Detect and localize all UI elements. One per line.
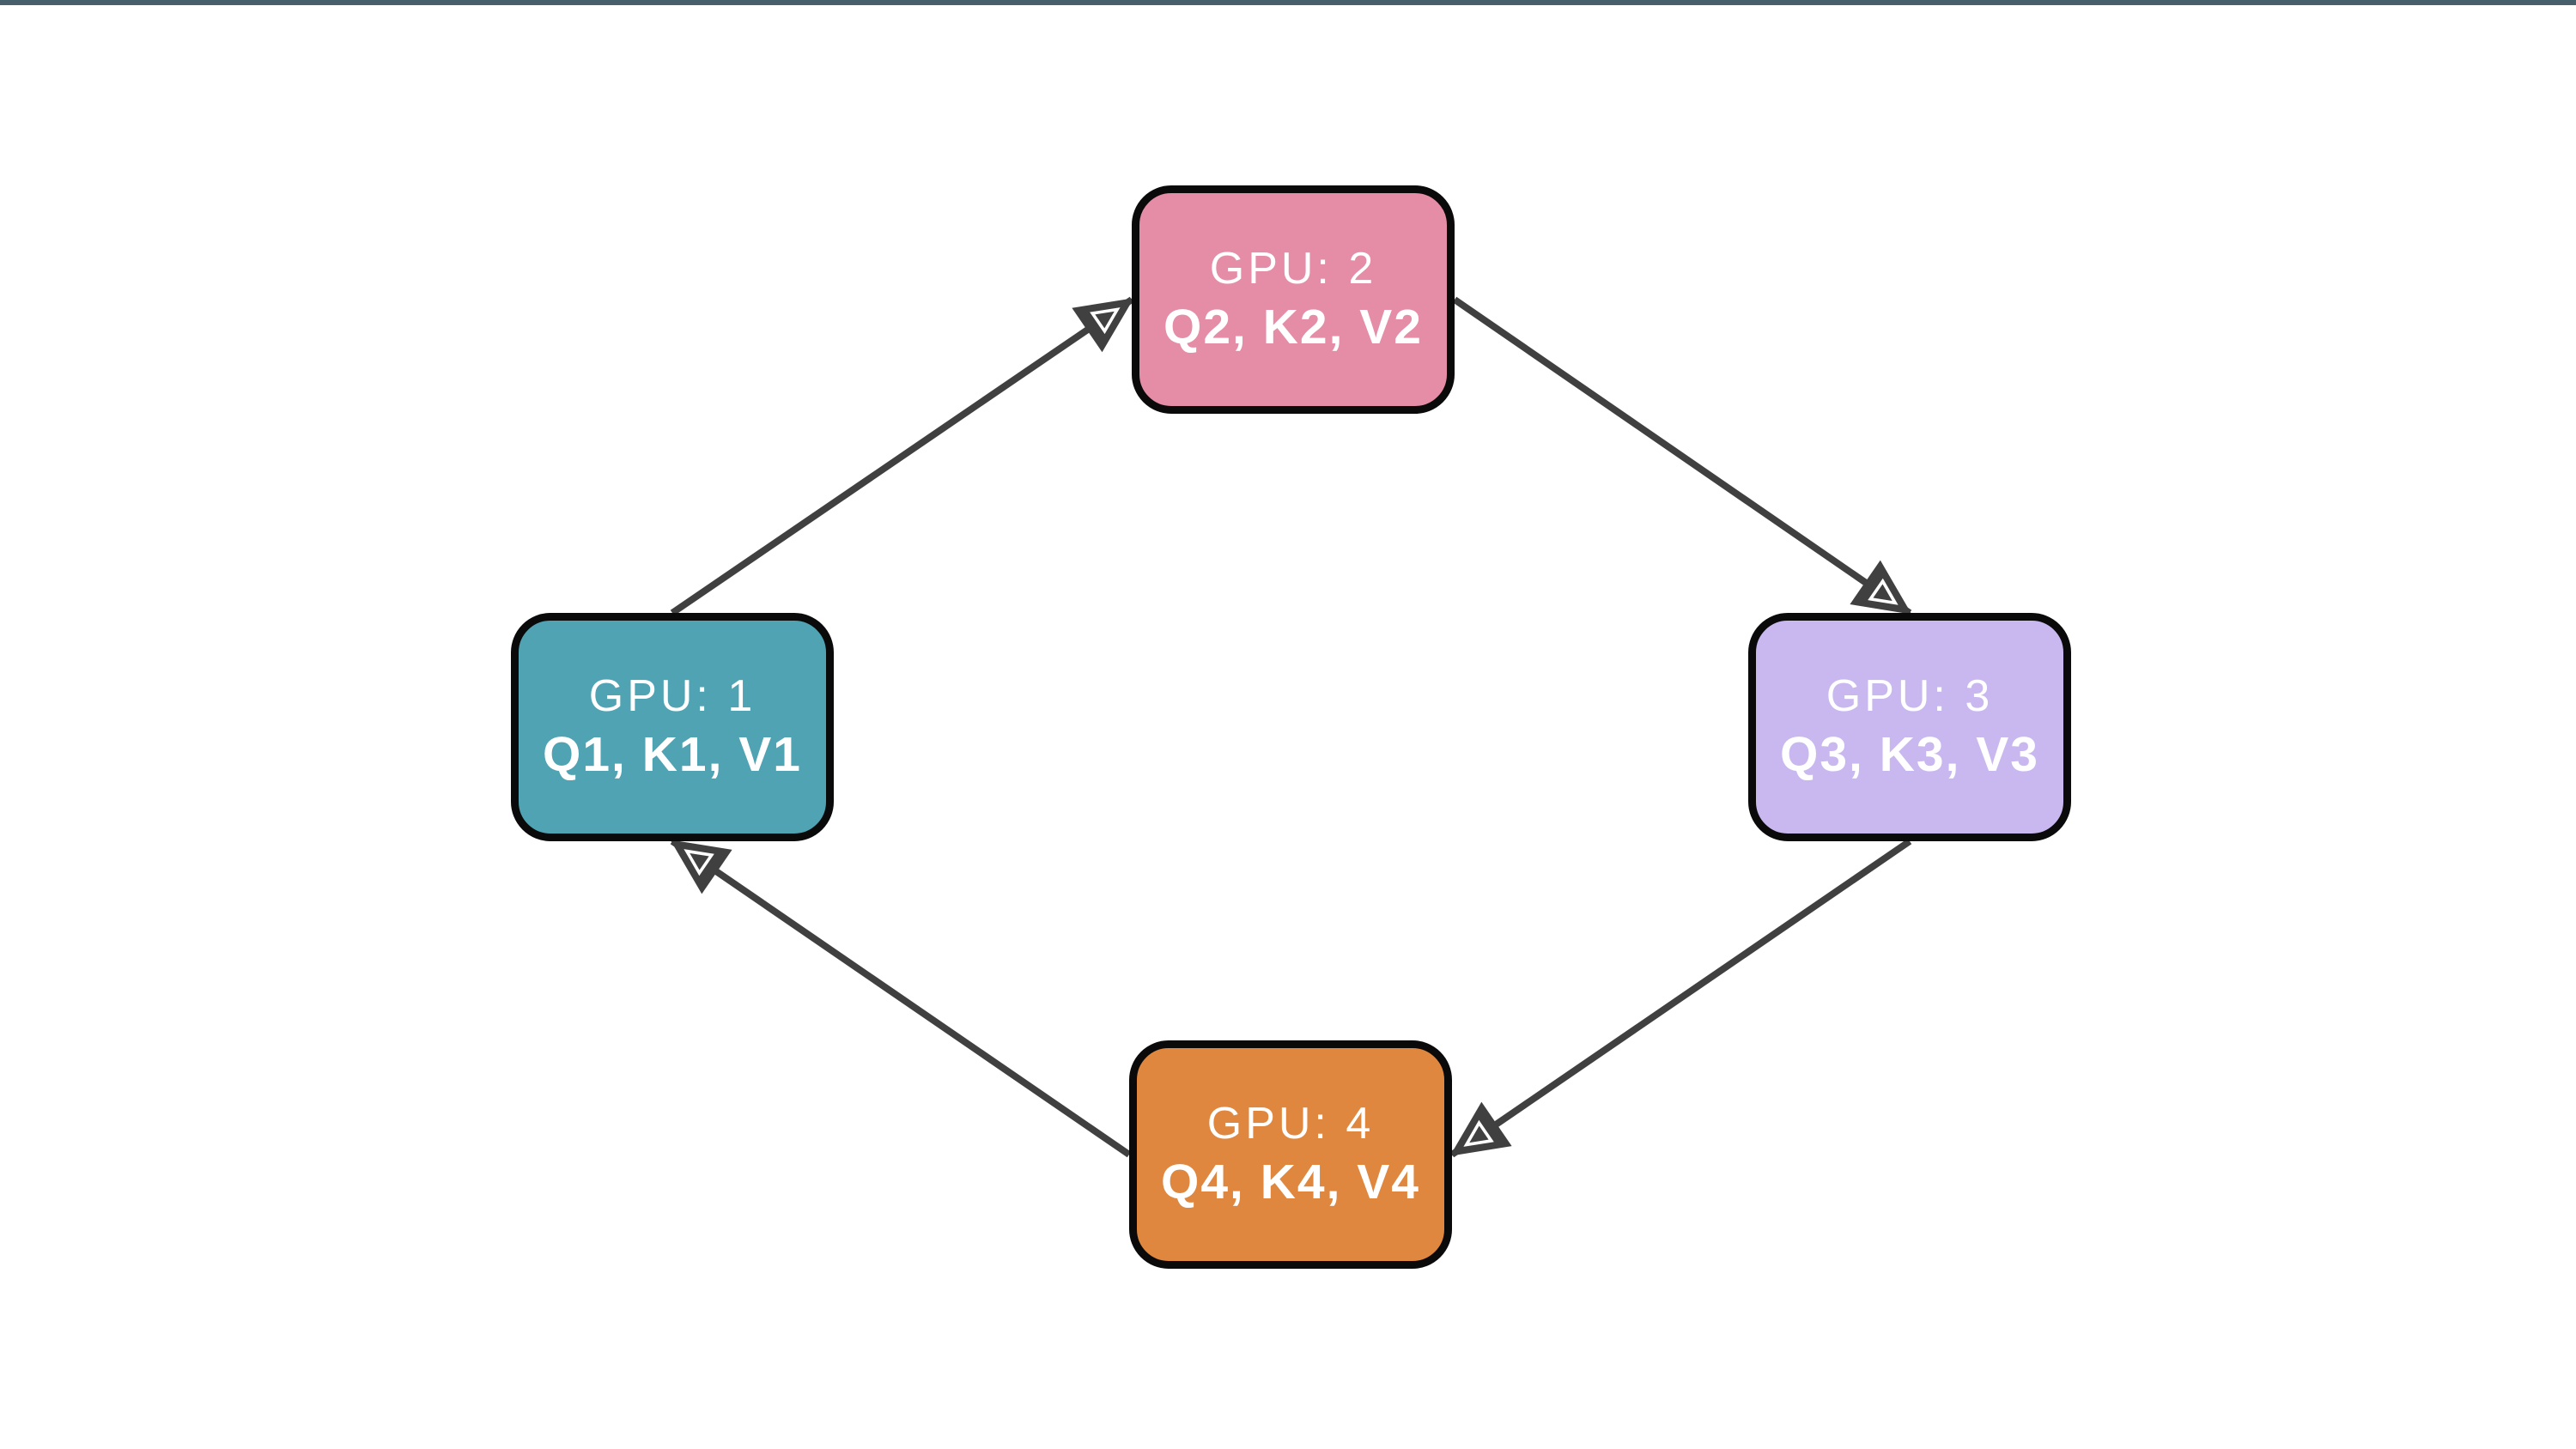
node-gpu2-title: GPU: 2 (1209, 244, 1377, 294)
node-gpu3: GPU: 3 Q3, K3, V3 (1748, 613, 2071, 841)
edge-gpu2-to-gpu3 (1452, 296, 1912, 616)
node-gpu4: GPU: 4 Q4, K4, V4 (1129, 1040, 1452, 1269)
node-gpu2: GPU: 2 Q2, K2, V2 (1132, 185, 1455, 414)
node-gpu1-title: GPU: 1 (588, 671, 756, 722)
node-gpu2-qkv: Q2, K2, V2 (1163, 300, 1423, 355)
edge-gpu1-to-gpu2 (670, 296, 1134, 616)
node-gpu3-qkv: Q3, K3, V3 (1780, 727, 2039, 783)
node-gpu4-qkv: Q4, K4, V4 (1161, 1155, 1420, 1210)
node-gpu3-title: GPU: 3 (1826, 671, 1994, 722)
node-gpu1-qkv: Q1, K1, V1 (543, 727, 802, 783)
edge-gpu3-to-gpu4 (1449, 838, 1912, 1158)
edge-gpu4-to-gpu1 (670, 838, 1132, 1158)
node-gpu1: GPU: 1 Q1, K1, V1 (511, 613, 834, 841)
node-gpu4-title: GPU: 4 (1206, 1099, 1375, 1149)
top-accent-bar (0, 0, 2576, 5)
